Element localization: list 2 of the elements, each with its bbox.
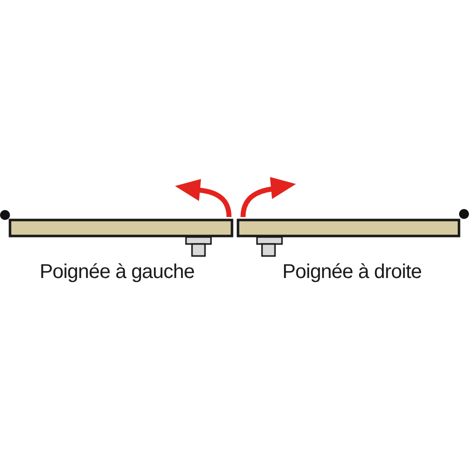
- door-label: Poignée à droite: [282, 261, 422, 283]
- door-label: Poignée à gauche: [40, 261, 194, 283]
